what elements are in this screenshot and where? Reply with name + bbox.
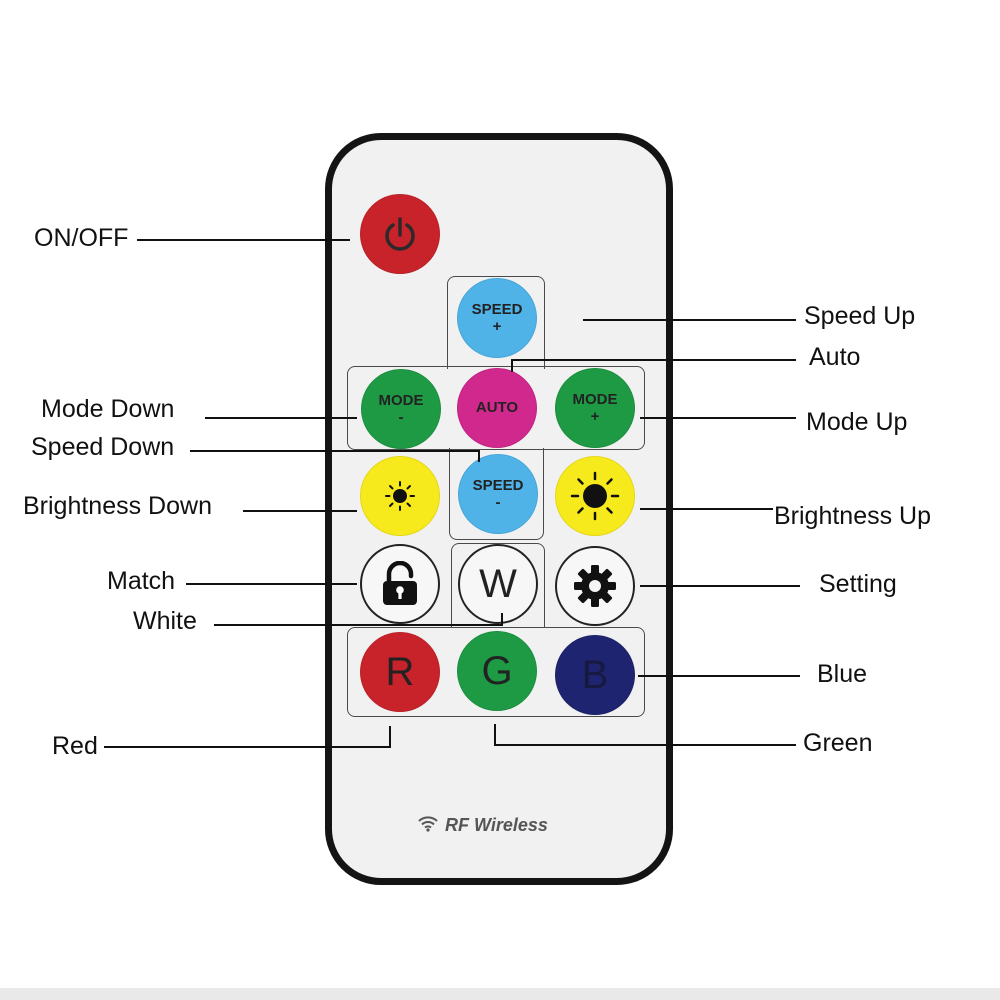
leader-mode-up (640, 417, 796, 419)
white-letter: W (479, 562, 517, 606)
match-button[interactable] (360, 544, 440, 624)
bottom-band (0, 988, 1000, 1000)
blue-letter: B (581, 653, 609, 697)
cross-frame-middle (347, 366, 645, 450)
power-icon (380, 214, 420, 254)
callout-match: Match (107, 567, 176, 595)
callout-speed-down: Speed Down (31, 433, 175, 461)
leader-blue (638, 675, 800, 677)
callout-auto: Auto (809, 343, 861, 371)
leader-red-vertical (389, 726, 391, 748)
mode-up-label: MODE (572, 390, 618, 408)
sun-small-icon (380, 476, 420, 516)
mode-down-button[interactable]: MODE - (361, 369, 441, 449)
red-letter: R (385, 650, 415, 694)
cross-frame-top (447, 276, 545, 369)
brand-logo: RF Wireless (417, 814, 548, 837)
auto-button[interactable]: AUTO (457, 368, 537, 448)
speed-down-label: SPEED (472, 476, 524, 494)
leader-speed-down (190, 450, 479, 452)
callout-blue: Blue (817, 660, 868, 688)
speed-down-sign: - (495, 493, 501, 511)
callout-setting: Setting (819, 570, 897, 598)
speed-up-label: SPEED (471, 300, 523, 318)
leader-white-vertical (501, 613, 503, 625)
leader-brightness-up (640, 508, 773, 510)
green-letter: G (481, 649, 513, 693)
callout-mode-up: Mode Up (806, 408, 908, 436)
callout-brightness-up: Brightness Up (774, 502, 932, 530)
leader-mode-down (205, 417, 357, 419)
gear-icon (571, 562, 619, 610)
mode-up-button[interactable]: MODE + (555, 368, 635, 448)
white-frame (451, 543, 545, 628)
leader-setting (640, 585, 800, 587)
leader-on-off (137, 239, 350, 241)
speed-up-sign: + (492, 317, 502, 335)
white-button[interactable]: W (458, 544, 538, 624)
leader-speed-up (583, 319, 796, 321)
rgb-frame (347, 627, 645, 717)
blue-button[interactable]: B (555, 635, 635, 715)
mode-down-label: MODE (378, 391, 424, 409)
mode-down-sign: - (398, 408, 404, 426)
callout-red: Red (52, 732, 98, 760)
leader-green-vertical (494, 724, 496, 746)
leader-green (494, 744, 796, 746)
mode-up-sign: + (590, 407, 600, 425)
leader-match (186, 583, 357, 585)
green-button[interactable]: G (457, 631, 537, 711)
leader-auto-vertical (511, 360, 513, 372)
cross-frame-bottom (449, 448, 544, 540)
leader-red (104, 746, 391, 748)
leader-white (214, 624, 503, 626)
speed-up-button[interactable]: SPEED + (457, 278, 537, 358)
callout-mode-down: Mode Down (41, 395, 175, 423)
padlock-icon (378, 561, 422, 607)
leader-speed-down-vertical (478, 450, 480, 462)
leader-brightness-down (243, 510, 357, 512)
brightness-down-button[interactable] (360, 456, 440, 536)
speed-down-button[interactable]: SPEED - (458, 454, 538, 534)
red-button[interactable]: R (360, 632, 440, 712)
brand-text: RF Wireless (445, 815, 548, 835)
callout-white: White (133, 607, 197, 635)
callout-speed-up: Speed Up (804, 302, 916, 330)
wifi-icon (417, 814, 439, 837)
callout-green: Green (803, 729, 873, 757)
callout-brightness-down: Brightness Down (23, 492, 212, 520)
leader-auto (511, 359, 796, 361)
sun-large-icon (566, 467, 624, 525)
power-button[interactable] (360, 194, 440, 274)
brightness-up-button[interactable] (555, 456, 635, 536)
callout-on-off: ON/OFF (34, 224, 129, 252)
auto-label: AUTO (475, 399, 519, 417)
setting-button[interactable] (555, 546, 635, 626)
